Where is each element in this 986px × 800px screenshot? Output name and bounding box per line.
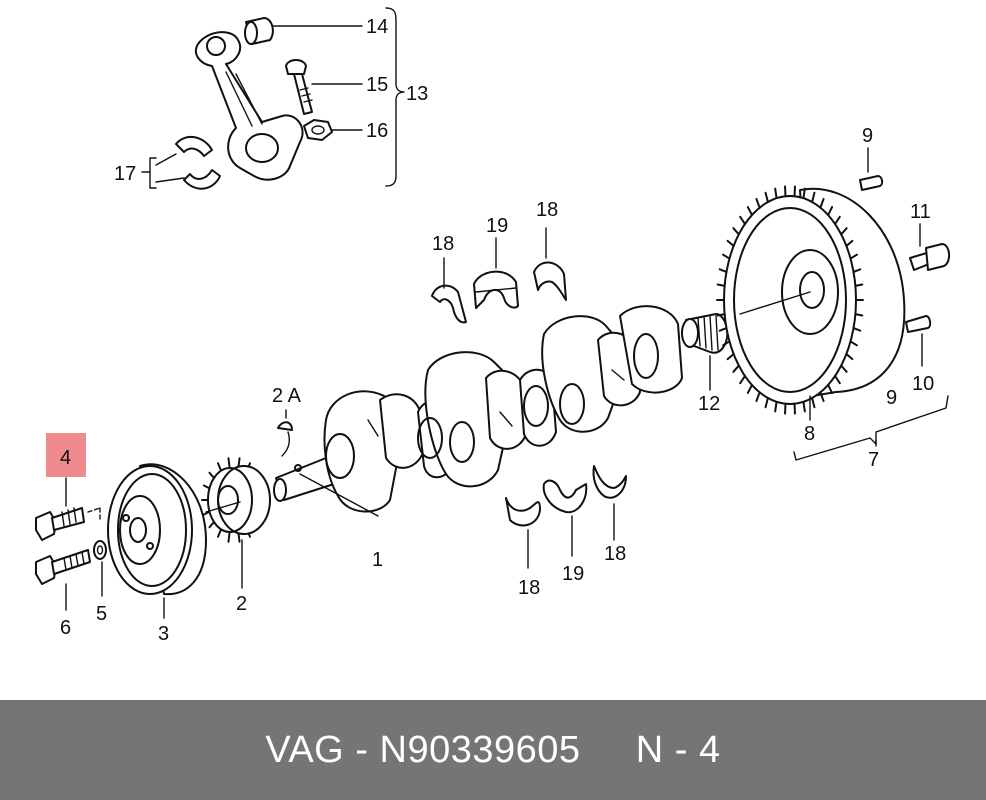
callout-6: 6 <box>60 617 71 639</box>
rod-bearing-shells <box>175 135 221 190</box>
ring-gear-tooth <box>739 375 746 385</box>
ring-gear-tooth <box>746 383 753 394</box>
small-end-bushing <box>244 17 274 45</box>
callout-19-top: 19 <box>486 215 508 237</box>
callout-14: 14 <box>366 16 388 38</box>
ring-gear-tooth <box>840 227 848 236</box>
ring-gear-tooth <box>827 383 834 394</box>
needle-bearing <box>681 313 729 391</box>
ring-gear-tooth <box>849 340 858 347</box>
callout-4: 4 <box>60 447 71 469</box>
part-number-banner: VAG - N90339605 N - 4 <box>0 700 986 800</box>
callout-7: 7 <box>868 449 879 471</box>
callout-18-top-left: 18 <box>432 233 454 255</box>
callout-12: 12 <box>698 393 720 415</box>
sprocket-tooth <box>217 462 222 472</box>
sprocket-tooth <box>227 532 231 543</box>
ring-gear-tooth <box>811 396 816 409</box>
callout-16: 16 <box>366 120 388 142</box>
ring-gear-tooth <box>827 206 834 217</box>
main-bearing-shells-upper <box>431 227 567 324</box>
sprocket-tooth <box>237 532 241 543</box>
sprocket-tooth <box>208 471 216 480</box>
ring-gear-tooth <box>764 191 769 204</box>
pulley-bolt-6 <box>35 549 91 611</box>
callout-5: 5 <box>96 603 107 625</box>
sprocket-tooth <box>237 457 241 468</box>
part-number-text: VAG - N90339605 N - 4 <box>265 728 721 771</box>
ring-gear-tooth <box>811 191 816 204</box>
connecting-rod-assembly <box>175 17 333 190</box>
crankshaft-exploded-diagram: 14 15 16 13 17 9 11 18 19 18 2 A 12 10 9… <box>35 7 950 645</box>
crankshaft-sprocket <box>201 457 271 589</box>
ring-gear-tooth <box>840 364 848 373</box>
callout-18-bottom-right: 18 <box>604 543 626 565</box>
callout-4-highlight <box>46 433 86 477</box>
ring-gear-tooth <box>764 396 769 409</box>
flywheel-hardware <box>859 147 950 367</box>
callout-1: 1 <box>372 549 383 571</box>
ring-gear-tooth <box>849 253 858 260</box>
rod-nut <box>303 119 333 141</box>
ring-gear-tooth <box>819 391 825 403</box>
callout-17: 17 <box>114 163 136 185</box>
callout-13: 13 <box>406 83 428 105</box>
ring-gear-tooth <box>774 400 778 413</box>
callout-8: 8 <box>804 423 815 445</box>
ring-gear-tooth <box>834 375 841 385</box>
callout-15: 15 <box>366 74 388 96</box>
ring-gear-tooth <box>845 239 854 247</box>
washer-5 <box>93 540 107 597</box>
sprocket-tooth <box>208 520 216 529</box>
crankshaft <box>273 305 683 517</box>
ring-gear-tooth <box>755 391 761 403</box>
drive-plate <box>716 185 906 421</box>
callout-9-bottom: 9 <box>886 387 897 409</box>
ring-gear-tooth <box>755 197 761 209</box>
ring-gear-teeth <box>716 185 864 415</box>
ring-gear-tooth <box>802 187 806 200</box>
bracket-17 <box>141 157 157 189</box>
callout-18-top-right: 18 <box>536 199 558 221</box>
callout-19-bottom: 19 <box>562 563 584 585</box>
ring-gear-tooth <box>852 327 862 332</box>
ring-gear-tooth <box>746 206 753 217</box>
ring-gear-tooth <box>802 400 806 413</box>
pulley-bolt-4 <box>35 477 101 541</box>
callout-2: 2 <box>236 593 247 615</box>
callout-11: 11 <box>910 201 931 223</box>
ring-gear-tooth <box>854 283 864 287</box>
ring-gear-tooth <box>718 327 728 332</box>
sprocket-tooth <box>217 528 222 538</box>
leader-lines-top <box>155 25 363 183</box>
ring-gear-tooth <box>716 283 726 287</box>
ring-gear-tooth <box>726 353 735 361</box>
ring-gear-tooth <box>845 353 854 361</box>
ring-gear-tooth <box>739 215 746 225</box>
sprocket-tooth <box>227 457 231 468</box>
callout-18-bottom-left: 18 <box>518 577 540 599</box>
ring-gear-tooth <box>732 227 740 236</box>
ring-gear-tooth <box>854 313 864 317</box>
ring-gear-tooth <box>852 268 862 273</box>
ring-gear-tooth <box>726 239 735 247</box>
rod-bolt <box>285 59 313 115</box>
ring-gear-tooth <box>722 340 731 347</box>
vibration-damper-pulley <box>107 463 241 619</box>
callout-2A: 2 A <box>272 385 302 407</box>
ring-gear-tooth <box>834 215 841 225</box>
callout-3: 3 <box>158 623 169 645</box>
callout-10: 10 <box>912 373 934 395</box>
ring-gear-tooth <box>722 253 731 260</box>
ring-gear-tooth <box>716 313 726 317</box>
woodruff-key <box>277 409 293 457</box>
main-bearing-shells-lower <box>505 465 627 569</box>
ring-gear-tooth <box>819 197 825 209</box>
ring-gear-tooth <box>732 364 740 373</box>
bracket-13 <box>385 7 405 187</box>
ring-gear-tooth <box>718 268 728 273</box>
callout-9-top: 9 <box>862 125 873 147</box>
ring-gear-tooth <box>774 187 778 200</box>
